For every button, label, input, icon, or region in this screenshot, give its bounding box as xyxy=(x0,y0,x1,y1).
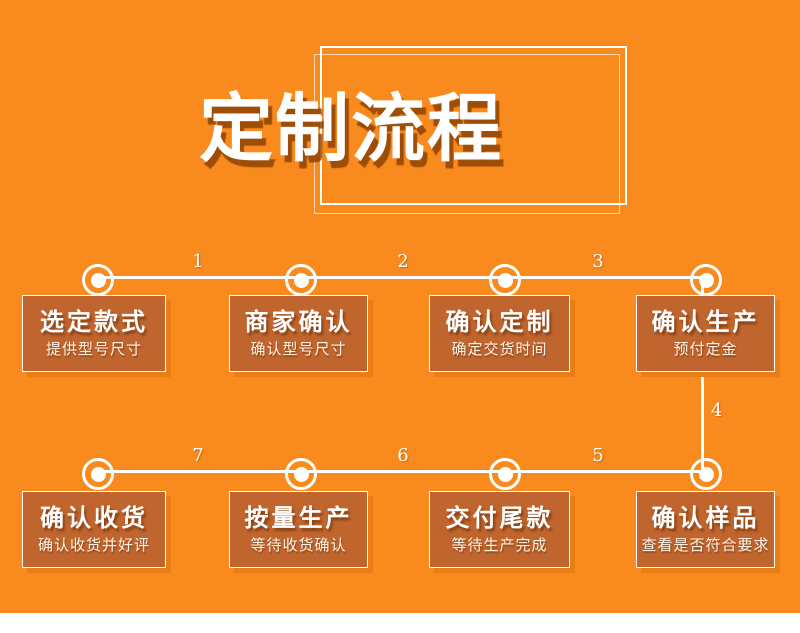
step-box-4: 确认生产 预付定金 xyxy=(636,295,775,372)
node-circle-bottom-1 xyxy=(82,458,114,490)
title-frame-outer xyxy=(320,46,627,205)
step-box-5b: 交付尾款 等待生产完成 xyxy=(429,491,570,568)
step-subtitle: 确定交货时间 xyxy=(451,340,548,358)
bottom-white-strip xyxy=(0,613,800,633)
step-title: 交付尾款 xyxy=(445,504,554,532)
step-subtitle: 预付定金 xyxy=(673,340,738,358)
step-box-2: 商家确认 确认型号尺寸 xyxy=(229,295,368,372)
node-dot xyxy=(497,272,513,288)
step-subtitle: 确认收货并好评 xyxy=(37,536,150,554)
node-circle-top-2 xyxy=(285,264,317,296)
step-subtitle: 等待生产完成 xyxy=(451,536,548,554)
node-circle-top-1 xyxy=(82,264,114,296)
title-frame-inner xyxy=(314,54,620,214)
connector-line-bottom xyxy=(95,470,703,473)
step-title: 确认样品 xyxy=(651,504,760,532)
node-dot xyxy=(497,466,513,482)
step-subtitle: 确认型号尺寸 xyxy=(250,340,347,358)
node-dot xyxy=(698,466,714,482)
step-number-6: 6 xyxy=(397,445,409,466)
step-box-7: 确认收货 确认收货并好评 xyxy=(22,491,166,568)
node-circle-top-3 xyxy=(489,264,521,296)
step-title: 确认定制 xyxy=(445,308,554,336)
node-circle-bottom-4 xyxy=(690,458,722,490)
step-title: 确认生产 xyxy=(651,308,760,336)
step-number-3: 3 xyxy=(592,251,604,272)
node-dot xyxy=(90,466,106,482)
node-dot xyxy=(293,272,309,288)
step-title: 商家确认 xyxy=(244,308,353,336)
step-title: 按量生产 xyxy=(244,504,353,532)
node-circle-bottom-3 xyxy=(489,458,521,490)
step-number-2: 2 xyxy=(397,251,409,272)
step-subtitle: 提供型号尺寸 xyxy=(45,340,142,358)
step-subtitle: 等待收货确认 xyxy=(250,536,347,554)
node-dot xyxy=(698,272,714,288)
step-box-5: 确认样品 查看是否符合要求 xyxy=(636,491,775,568)
node-circle-top-4 xyxy=(690,264,722,296)
step-number-1: 1 xyxy=(192,251,204,272)
step-box-1: 选定款式 提供型号尺寸 xyxy=(22,295,166,372)
step-title: 选定款式 xyxy=(40,308,148,336)
node-dot xyxy=(293,466,309,482)
node-circle-bottom-2 xyxy=(285,458,317,490)
connector-line-vertical xyxy=(701,277,704,471)
step-number-4: 4 xyxy=(711,400,723,421)
step-number-5: 5 xyxy=(592,445,604,466)
node-dot xyxy=(90,272,106,288)
step-subtitle: 查看是否符合要求 xyxy=(641,536,770,554)
step-box-6: 按量生产 等待收货确认 xyxy=(229,491,368,568)
step-title: 确认收货 xyxy=(40,504,148,532)
step-number-7: 7 xyxy=(192,445,204,466)
step-box-3: 确认定制 确定交货时间 xyxy=(429,295,570,372)
connector-line-top xyxy=(95,276,703,279)
page-title: 定制流程 xyxy=(199,87,503,170)
